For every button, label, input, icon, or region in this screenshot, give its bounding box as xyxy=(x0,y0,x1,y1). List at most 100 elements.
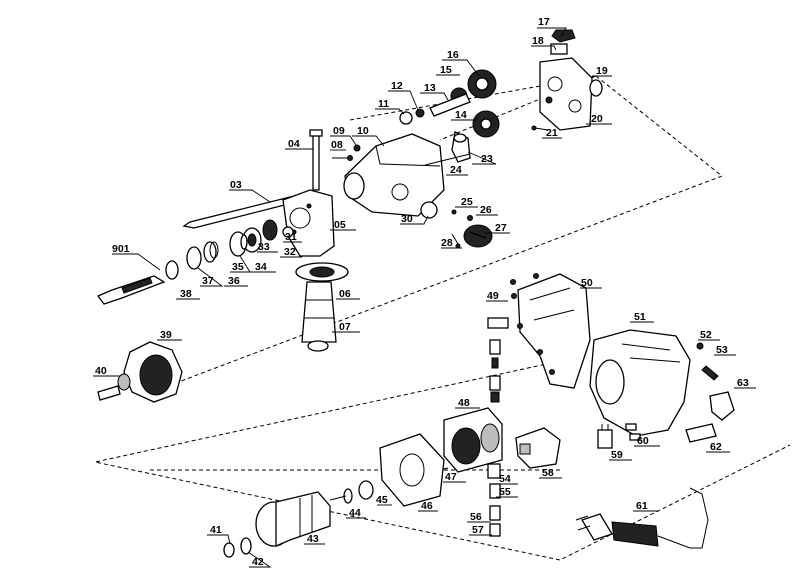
part-19-ring xyxy=(589,79,603,97)
callout-46: 46 xyxy=(421,500,433,512)
callout-52: 52 xyxy=(700,329,712,341)
part-11-bearing xyxy=(399,111,413,125)
callout-10: 10 xyxy=(357,125,369,137)
callout-31: 31 xyxy=(285,231,297,243)
part-48-stator xyxy=(443,407,503,473)
callout-48: 48 xyxy=(458,397,470,409)
callout-39: 39 xyxy=(160,329,172,341)
callout-63: 63 xyxy=(737,377,749,389)
part-42-fan-washer xyxy=(240,537,252,555)
callout-901: 901 xyxy=(112,243,130,255)
part-63-trigger xyxy=(709,391,735,421)
callout-19: 19 xyxy=(596,65,608,77)
part-56-spring xyxy=(489,505,501,521)
part-43-armature xyxy=(255,491,347,547)
callout-21: 21 xyxy=(546,127,558,139)
part-45-bearing xyxy=(358,480,374,500)
part-07-handle-cap xyxy=(307,340,329,352)
part-58-speed-control xyxy=(515,427,561,469)
callout-57: 57 xyxy=(472,524,484,536)
callout-60: 60 xyxy=(637,435,649,447)
part-60-switch xyxy=(625,423,641,441)
callout-54: 54 xyxy=(499,473,511,485)
callout-61: 61 xyxy=(636,500,648,512)
callout-37: 37 xyxy=(202,275,214,287)
callout-09: 09 xyxy=(333,125,345,137)
part-51-housing-half xyxy=(589,329,691,437)
callout-24: 24 xyxy=(450,164,462,176)
callout-04: 04 xyxy=(288,138,300,150)
callout-53: 53 xyxy=(716,344,728,356)
callout-23: 23 xyxy=(481,153,493,165)
part-54-brush-holder xyxy=(487,463,501,479)
callout-17: 17 xyxy=(538,16,550,28)
callout-16: 16 xyxy=(447,49,459,61)
part-04-depth-stop xyxy=(309,129,323,191)
callout-20: 20 xyxy=(591,113,603,125)
callout-58: 58 xyxy=(542,467,554,479)
callout-51: 51 xyxy=(634,311,646,323)
part-28-screw xyxy=(451,233,461,249)
callout-49: 49 xyxy=(487,290,499,302)
part-62-label xyxy=(685,423,717,443)
part-34-ring xyxy=(240,234,248,250)
part-17-clip xyxy=(551,29,576,43)
callout-32: 32 xyxy=(284,246,296,258)
callout-28: 28 xyxy=(441,237,453,249)
callout-03: 03 xyxy=(230,179,242,191)
part-52-screw xyxy=(696,342,704,350)
part-14-gear-wheel xyxy=(472,110,500,138)
callout-50: 50 xyxy=(581,277,593,289)
callout-34: 34 xyxy=(255,261,267,273)
part-46-bearing-plate xyxy=(379,433,445,507)
callout-38: 38 xyxy=(180,288,192,300)
part-40-chuck-screw xyxy=(97,385,121,401)
part-10-gear-housing xyxy=(343,133,445,217)
callout-27: 27 xyxy=(495,222,507,234)
part-36-spring xyxy=(203,241,219,263)
callout-07: 07 xyxy=(339,321,351,333)
callout-06: 06 xyxy=(339,288,351,300)
callout-30: 30 xyxy=(401,213,413,225)
part-16-gear xyxy=(467,69,497,99)
part-25-pin xyxy=(451,209,457,215)
part-26-spring xyxy=(467,215,473,221)
part-30-ring xyxy=(420,201,438,219)
part-12-washer xyxy=(415,108,425,118)
part-20-gear-cover xyxy=(539,57,593,131)
assembly-guide-lines xyxy=(94,75,791,561)
callout-12: 12 xyxy=(391,80,403,92)
part-53-spring xyxy=(701,365,719,381)
part-brush-holders xyxy=(489,339,501,403)
part-37-washer xyxy=(186,246,202,270)
part-05-front-housing xyxy=(282,189,335,257)
part-09-screw xyxy=(353,144,361,152)
part-32-gear xyxy=(262,219,278,241)
callout-11: 11 xyxy=(378,98,389,110)
callout-25: 25 xyxy=(461,196,473,208)
callout-44: 44 xyxy=(349,507,361,519)
callout-labels: 17 18 19 20 21 16 15 12 13 11 14 09 10 0… xyxy=(95,16,749,568)
callout-47: 47 xyxy=(445,471,457,483)
part-06-side-handle xyxy=(295,262,349,343)
callout-18: 18 xyxy=(532,35,544,47)
part-18-switch-slide xyxy=(550,43,568,55)
part-39-chuck xyxy=(117,341,183,403)
part-13-spindle xyxy=(429,93,471,117)
callout-08: 08 xyxy=(331,139,343,151)
callout-05: 05 xyxy=(334,219,346,231)
callout-13: 13 xyxy=(424,82,436,94)
part-24-rod xyxy=(424,153,471,166)
part-33-bearing xyxy=(242,227,262,253)
leader-lines xyxy=(93,27,756,568)
callout-56: 56 xyxy=(470,511,482,523)
part-27-knob xyxy=(463,224,493,248)
callout-59: 59 xyxy=(611,449,623,461)
part-55-brush xyxy=(489,483,501,499)
callout-35: 35 xyxy=(232,261,244,273)
callout-36: 36 xyxy=(228,275,240,287)
callout-40: 40 xyxy=(95,365,107,377)
part-08-screw xyxy=(332,155,353,161)
callout-26: 26 xyxy=(480,204,492,216)
part-38-circlip xyxy=(165,260,179,280)
